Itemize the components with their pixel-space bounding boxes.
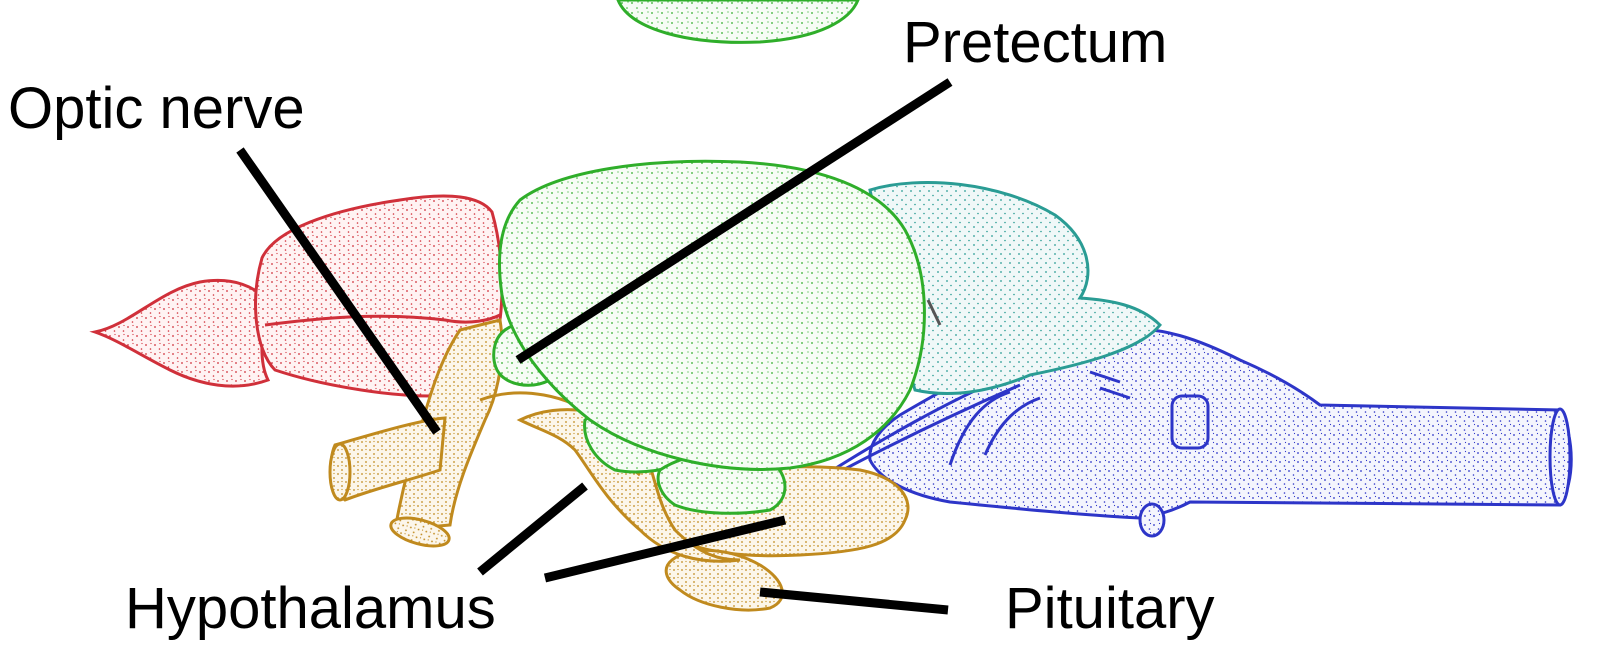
- pituitary-label: Pituitary: [1005, 580, 1215, 638]
- pretectum-label: Pretectum: [903, 14, 1167, 72]
- hypothalamus-leader: [480, 486, 585, 572]
- pituitary-leader: [760, 592, 948, 610]
- hypothalamus-label: Hypothalamus: [125, 580, 496, 638]
- optic-nerve-label: Optic nerve: [8, 80, 305, 138]
- spinal-cord-end: [1550, 409, 1570, 505]
- upper-green-lobe: [618, 0, 858, 42]
- olfactory-bulb: [95, 280, 268, 386]
- vagus-root: [1172, 396, 1208, 448]
